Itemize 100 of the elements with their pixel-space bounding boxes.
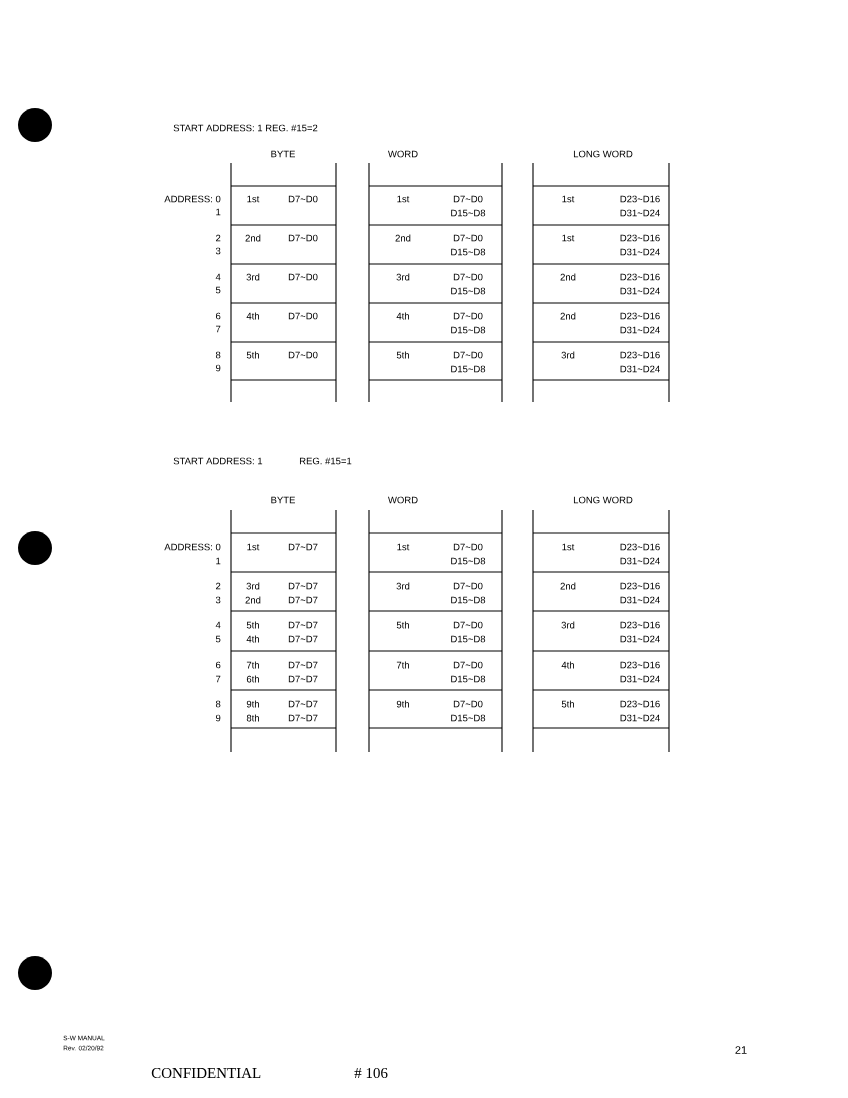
cell-text: D23~D16 bbox=[620, 543, 660, 551]
address-number: 8 bbox=[215, 700, 221, 708]
cell-text: 3rd bbox=[246, 273, 260, 281]
cell-text: 2nd bbox=[560, 312, 576, 320]
column-heading: BYTE bbox=[271, 496, 295, 504]
column-heading: BYTE bbox=[271, 150, 295, 158]
address-number: 1 bbox=[216, 557, 221, 565]
address-number: 2 bbox=[216, 582, 221, 590]
cell-text: D7~D0 bbox=[453, 195, 483, 203]
address-number: 3 bbox=[215, 596, 221, 604]
cell-text: D7~D7 bbox=[288, 714, 318, 722]
cell-text: D23~D16 bbox=[620, 700, 660, 708]
address-number: 9 bbox=[215, 364, 221, 372]
cell-text: 1st bbox=[562, 195, 575, 203]
cell-text: 8th bbox=[246, 714, 259, 722]
cell-text: 9th bbox=[396, 700, 409, 708]
cell-text: 9th bbox=[246, 700, 259, 708]
cell-text: 4th bbox=[396, 312, 409, 320]
address-number: 1 bbox=[216, 208, 221, 216]
address-number: 7 bbox=[216, 325, 221, 333]
cell-text: D31~D24 bbox=[620, 209, 660, 217]
column-heading: LONG WORD bbox=[573, 496, 633, 504]
cell-text: D15~D8 bbox=[451, 365, 486, 373]
cell-text: 4th bbox=[561, 661, 574, 669]
cell-text: D31~D24 bbox=[620, 675, 660, 683]
cell-text: D7~D0 bbox=[453, 273, 483, 281]
cell-text: D31~D24 bbox=[620, 596, 660, 604]
cell-text: 2nd bbox=[245, 234, 261, 242]
cell-text: D15~D8 bbox=[451, 287, 486, 295]
address-number: 5 bbox=[215, 635, 221, 643]
cell-text: D7~D0 bbox=[453, 582, 483, 590]
cell-text: D7~D7 bbox=[288, 700, 318, 708]
cell-text: D31~D24 bbox=[620, 635, 660, 643]
cell-text: 2nd bbox=[395, 234, 411, 242]
footer-text: # 106 bbox=[354, 1067, 388, 1079]
address-number: 9 bbox=[215, 714, 221, 722]
cell-text: D15~D8 bbox=[451, 209, 486, 217]
cell-text: 1st bbox=[562, 543, 575, 551]
cell-text: D31~D24 bbox=[620, 714, 660, 722]
cell-text: D7~D7 bbox=[288, 582, 318, 590]
cell-text: D7~D0 bbox=[288, 234, 318, 242]
cell-text: D15~D8 bbox=[451, 714, 486, 722]
address-number: 8 bbox=[215, 351, 221, 359]
cell-text: D23~D16 bbox=[620, 234, 660, 242]
address-number: 4 bbox=[215, 273, 221, 281]
footer-text: CONFIDENTIAL bbox=[151, 1067, 261, 1079]
address-number: 6 bbox=[216, 661, 221, 669]
cell-text: D31~D24 bbox=[620, 326, 660, 334]
address-number: ADDRESS: 0 bbox=[164, 195, 221, 203]
cell-text: 5th bbox=[396, 351, 409, 359]
cell-text: D23~D16 bbox=[620, 312, 660, 320]
cell-text: D31~D24 bbox=[620, 557, 660, 565]
cell-text: D23~D16 bbox=[620, 351, 660, 359]
cell-text: D7~D0 bbox=[453, 661, 483, 669]
cell-text: D7~D0 bbox=[453, 312, 483, 320]
cell-text: D15~D8 bbox=[451, 635, 486, 643]
cell-text: 1st bbox=[562, 234, 575, 242]
address-number: 7 bbox=[216, 675, 221, 683]
cell-text: 4th bbox=[246, 635, 259, 643]
cell-text: D7~D0 bbox=[453, 621, 483, 629]
cell-text: D31~D24 bbox=[620, 248, 660, 256]
cell-text: D7~D7 bbox=[288, 635, 318, 643]
table-caption: START ADDRESS: 1 REG. #15=2 bbox=[173, 124, 318, 132]
cell-text: 5th bbox=[246, 351, 259, 359]
table-caption: START ADDRESS: 1 bbox=[173, 457, 263, 465]
cell-text: D7~D7 bbox=[288, 661, 318, 669]
cell-text: 1st bbox=[247, 195, 260, 203]
column-heading: WORD bbox=[388, 496, 418, 504]
address-number: 4 bbox=[215, 621, 221, 629]
address-number: ADDRESS: 0 bbox=[164, 543, 221, 551]
cell-text: 1st bbox=[247, 543, 260, 551]
cell-text: D7~D7 bbox=[288, 543, 318, 551]
cell-text: D23~D16 bbox=[620, 621, 660, 629]
cell-text: D7~D0 bbox=[288, 351, 318, 359]
cell-text: 3rd bbox=[561, 351, 575, 359]
cell-text: D31~D24 bbox=[620, 365, 660, 373]
column-heading: WORD bbox=[388, 150, 418, 158]
cell-text: D15~D8 bbox=[451, 557, 486, 565]
cell-text: D15~D8 bbox=[451, 326, 486, 334]
cell-text: D23~D16 bbox=[620, 661, 660, 669]
cell-text: 3rd bbox=[561, 621, 575, 629]
cell-text: 4th bbox=[246, 312, 259, 320]
cell-text: 3rd bbox=[396, 273, 410, 281]
cell-text: D23~D16 bbox=[620, 273, 660, 281]
address-number: 5 bbox=[215, 286, 221, 294]
cell-text: D7~D0 bbox=[453, 351, 483, 359]
cell-text: 3rd bbox=[396, 582, 410, 590]
cell-text: D7~D7 bbox=[288, 596, 318, 604]
cell-text: D7~D0 bbox=[453, 234, 483, 242]
cell-text: D7~D0 bbox=[288, 312, 318, 320]
cell-text: 6th bbox=[246, 675, 259, 683]
cell-text: D7~D0 bbox=[288, 195, 318, 203]
cell-text: 3rd bbox=[246, 582, 260, 590]
cell-text: 2nd bbox=[560, 582, 576, 590]
address-number: 2 bbox=[216, 234, 221, 242]
cell-text: 7th bbox=[246, 661, 259, 669]
cell-text: 5th bbox=[561, 700, 574, 708]
page-number: 21 bbox=[735, 1046, 747, 1054]
cell-text: 5th bbox=[246, 621, 259, 629]
cell-text: D7~D0 bbox=[453, 543, 483, 551]
